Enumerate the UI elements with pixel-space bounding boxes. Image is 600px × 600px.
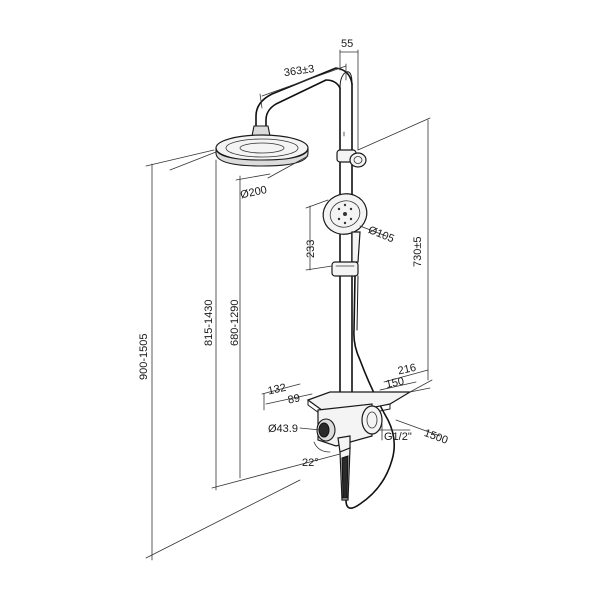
shower-arm xyxy=(255,67,353,129)
mixer-handle xyxy=(316,418,336,442)
hand-shower-holder xyxy=(331,261,359,277)
dim-shelf-width: 150 xyxy=(385,375,405,391)
shower-hose xyxy=(345,275,396,509)
dim-mixer-depth: 132 xyxy=(267,382,287,398)
dimension-lines xyxy=(145,49,441,561)
dim-handle-angle: 22° xyxy=(302,457,319,469)
dimension-labels: 363±3 55 Ø200 Ø105 233 730±5 900-1505 81… xyxy=(138,38,449,469)
dim-head-arm-length: 363±3 xyxy=(283,63,315,79)
hand-shower xyxy=(322,193,368,263)
dim-shelf-depth: 216 xyxy=(397,362,417,378)
dim-head-diameter: Ø200 xyxy=(239,184,268,201)
dim-hand-shower-diameter: Ø105 xyxy=(366,224,395,245)
dim-head-height-range: 815-1430 xyxy=(203,300,215,347)
dim-handle-diameter: Ø43.9 xyxy=(268,423,298,435)
dim-inlet-thread: G1/2" xyxy=(384,431,412,443)
dim-hose-length: 1500 xyxy=(422,427,449,447)
dim-total-height-range: 900-1505 xyxy=(138,334,150,381)
top-bracket xyxy=(336,149,367,168)
overhead-shower-head xyxy=(215,125,309,167)
dim-holder-height: 233 xyxy=(305,240,317,258)
riser-pipe xyxy=(339,71,353,411)
dim-mixer-offset: 89 xyxy=(287,392,301,406)
dim-rail-range: 680-1290 xyxy=(229,300,241,347)
dim-arm-offset: 55 xyxy=(341,38,353,50)
dim-hose-holder-range: 730±5 xyxy=(412,236,424,267)
bath-spout xyxy=(339,447,351,501)
